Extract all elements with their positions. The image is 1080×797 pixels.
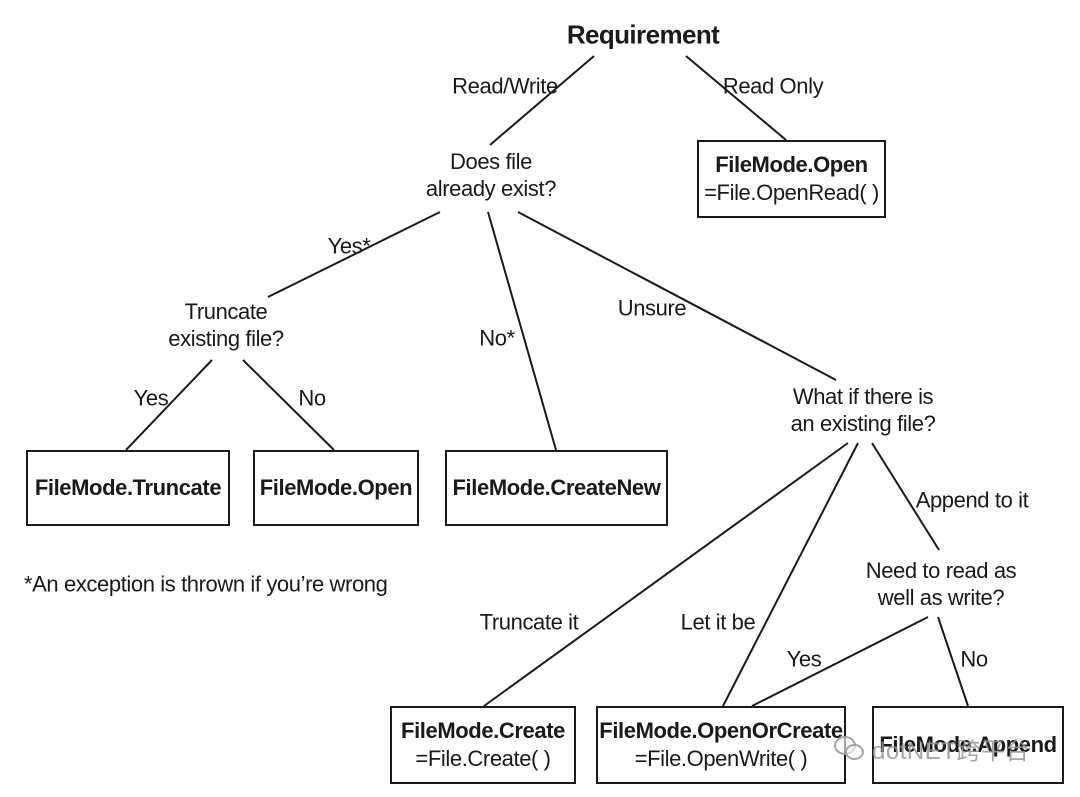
edge-truncate-no [242, 359, 335, 451]
box-title: FileMode.Open [715, 152, 868, 177]
question-file-exists: Does file already exist? [425, 148, 557, 202]
box-title: FileMode.Open [259, 475, 413, 500]
watermark: dotNET跨平台 [834, 726, 1030, 770]
edge-existing-append [871, 442, 940, 551]
question-file-exists-line2: already exist? [425, 176, 557, 201]
edge-truncate-yes [125, 359, 213, 451]
box-subtitle: =File.Create( ) [415, 746, 551, 771]
box-filemode-truncate: FileMode.Truncate [26, 450, 230, 526]
box-title: FileMode.Truncate [34, 475, 222, 500]
edge-label-truncate-it: Truncate it [479, 609, 579, 635]
edge-existing-let-it-be [722, 442, 859, 707]
question-read-and-write: Need to read as well as write? [866, 557, 1017, 611]
box-title: FileMode.Create [401, 718, 565, 743]
box-filemode-open: FileMode.Open [253, 450, 419, 526]
edge-label-unsure: Unsure [617, 295, 687, 321]
edge-readwrite-no [937, 616, 969, 707]
question-truncate-line2: existing file? [168, 326, 284, 351]
box-title: FileMode.CreateNew [452, 475, 661, 500]
requirement-root: Requirement [566, 19, 720, 50]
box-subtitle: =File.OpenRead( ) [704, 180, 879, 205]
question-read-write-line1: Need to read as [865, 558, 1017, 583]
question-file-exists-line1: Does file [449, 149, 532, 174]
footnote: *An exception is thrown if you’re wrong [24, 571, 388, 597]
edge-label-append-to-it: Append to it [915, 487, 1029, 513]
watermark-text: dotNET跨平台 [872, 737, 1030, 765]
box-filemode-open-read: FileMode.Open =File.OpenRead( ) [697, 140, 886, 218]
edge-label-read-write: Read/Write [452, 73, 558, 99]
edge-label-yes-read: Yes [786, 646, 822, 672]
edge-label-yes: Yes [133, 385, 169, 411]
question-existing-line2: an existing file? [790, 411, 936, 436]
edge-label-no-read: No [960, 646, 988, 672]
edge-requirement-read-only [685, 55, 787, 141]
question-truncate-existing: Truncate existing file? [168, 298, 284, 352]
box-title: FileMode.Append [879, 732, 1057, 757]
edge-label-read-only: Read Only [722, 73, 824, 99]
box-subtitle: =File.OpenWrite( ) [634, 746, 808, 771]
wechat-icon [834, 736, 864, 760]
box-filemode-append: FileMode.Append [872, 706, 1064, 784]
edge-readwrite-yes [751, 616, 929, 707]
box-filemode-create-new: FileMode.CreateNew [445, 450, 668, 526]
box-title: FileMode.OpenOrCreate [599, 718, 843, 743]
question-truncate-line1: Truncate [184, 299, 268, 324]
box-filemode-create: FileMode.Create =File.Create( ) [390, 706, 576, 784]
edge-exists-unsure [517, 211, 837, 381]
question-existing-file: What if there is an existing file? [791, 383, 936, 437]
edge-exists-yes [267, 211, 441, 298]
edge-label-no-star: No* [479, 325, 515, 351]
edge-requirement-read-write [489, 55, 595, 146]
question-read-write-line2: well as write? [877, 585, 1005, 610]
edge-label-let-it-be: Let it be [680, 609, 756, 635]
edge-label-yes-star: Yes* [327, 233, 371, 259]
edge-exists-no [487, 211, 557, 451]
edge-existing-truncate [483, 442, 849, 707]
box-filemode-open-or-create: FileMode.OpenOrCreate =File.OpenWrite( ) [596, 706, 846, 784]
edge-label-no: No [298, 385, 326, 411]
question-existing-line1: What if there is [792, 384, 934, 409]
